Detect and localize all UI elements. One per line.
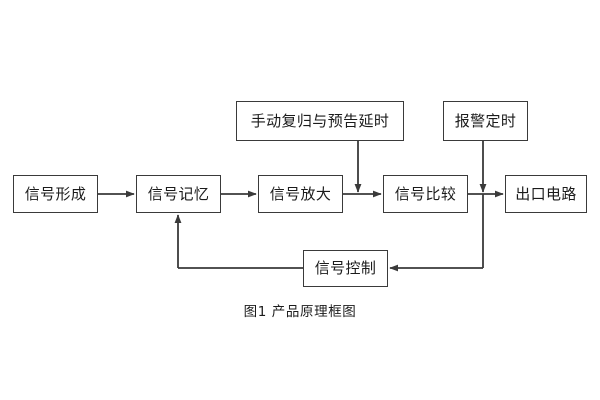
node-signal-control[interactable]: 信号控制 [303, 250, 388, 287]
node-label: 报警定时 [454, 111, 517, 130]
node-label: 信号形成 [24, 184, 87, 203]
figure-caption: 图1 产品原理框图 [243, 304, 357, 320]
node-signal-formation[interactable]: 信号形成 [13, 175, 98, 213]
node-signal-memory[interactable]: 信号记忆 [136, 175, 221, 213]
node-signal-amplify[interactable]: 信号放大 [258, 175, 343, 213]
node-manual-reset-delay[interactable]: 手动复归与预告延时 [236, 101, 404, 141]
node-alarm-timer[interactable]: 报警定时 [443, 101, 528, 141]
node-label: 信号记忆 [147, 184, 210, 203]
node-output-circuit[interactable]: 出口电路 [505, 175, 587, 213]
node-label: 手动复归与预告延时 [250, 111, 390, 130]
node-label: 信号放大 [269, 184, 332, 203]
node-signal-compare[interactable]: 信号比较 [383, 175, 468, 213]
node-label: 出口电路 [515, 184, 577, 203]
node-label: 信号控制 [314, 259, 377, 277]
node-label: 信号比较 [394, 184, 457, 203]
